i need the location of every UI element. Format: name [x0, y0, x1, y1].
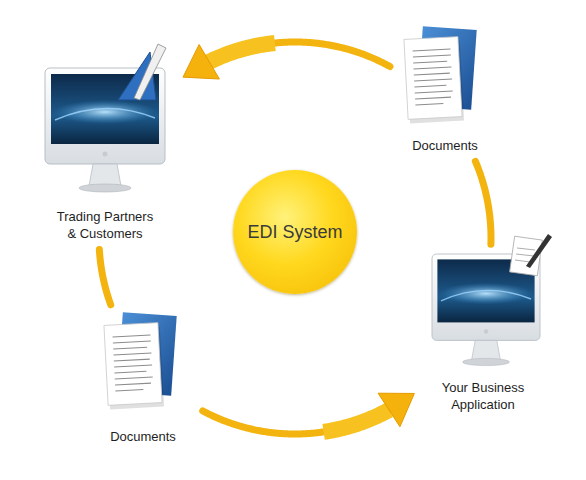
icon-node: Your Business Application [418, 248, 548, 417]
ring-line [208, 42, 390, 67]
icon-node: Documents [393, 25, 497, 158]
ring-line [99, 250, 110, 305]
flow-arc [203, 393, 415, 434]
arrow-body [324, 410, 389, 432]
ring-line [203, 409, 390, 434]
node-label: Your Business Application [427, 379, 539, 413]
paper-pen-icon [510, 234, 552, 276]
document-icon [104, 312, 177, 409]
arrow-body [208, 43, 275, 62]
node-label: Trading Partners & Customers [54, 208, 156, 242]
icon-node: Trading Partners & Customers [30, 58, 180, 246]
ring-line [475, 161, 491, 244]
node-label: Documents [91, 428, 195, 445]
flow-arc [183, 42, 390, 79]
node-label: Documents [397, 137, 493, 154]
system-label: EDI System [247, 222, 342, 243]
ruler-pen-icon [118, 44, 166, 100]
system-circle: EDI System [233, 170, 357, 294]
icon-node: Documents [87, 308, 199, 449]
document-icon [404, 26, 477, 123]
arrow-head [183, 44, 219, 79]
flow-arc [99, 250, 110, 305]
flow-arc [475, 161, 491, 244]
arrow-head [378, 393, 414, 427]
